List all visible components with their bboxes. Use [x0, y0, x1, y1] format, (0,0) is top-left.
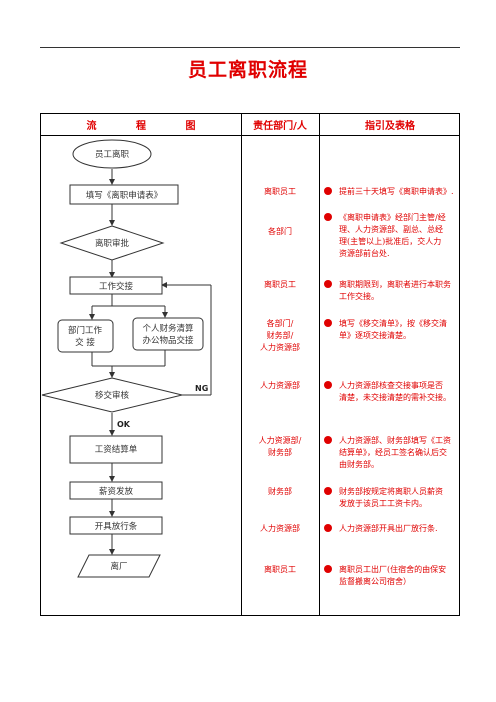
guide-text: 结算单》，经员工签名确认后交	[339, 448, 447, 457]
bullet-icon	[324, 319, 332, 327]
handover-label: 工作交接	[99, 281, 134, 292]
dept-row-9: 离职员工	[240, 564, 320, 576]
dept-text: 各部门/	[266, 319, 294, 328]
release-note-box	[69, 516, 163, 535]
pay-label: 薪资发放	[99, 486, 134, 497]
header-dept: 责任部门/人	[253, 121, 307, 132]
dept-text: 离职员工	[264, 187, 296, 196]
column-divider	[241, 114, 242, 615]
bullet-icon	[324, 280, 332, 288]
dept-text: 人力资源部	[260, 343, 300, 352]
guide-text: 发放于该员工工资卡内。	[339, 499, 427, 508]
guide-row-4: 填写《移交清单》，按《移交清 单》逐项交接清楚。	[324, 318, 459, 342]
header-divider	[41, 135, 459, 136]
header-guide: 指引及表格	[365, 121, 415, 132]
dept-row-6: 人力资源部/ 财务部	[240, 435, 320, 459]
page-title: 员工离职流程	[187, 59, 308, 81]
guide-text: 清楚，未交接清楚的需补交接。	[339, 393, 451, 402]
guide-row-7: 财务部按规定将离职人员薪资 发放于该员工工资卡内。	[324, 486, 459, 510]
guide-row-6: 人力资源部、财务部填写《工资 结算单》，经员工签名确认后交 由财务部。	[324, 435, 459, 471]
header-flow: 流 程 图	[41, 117, 241, 132]
dept-handover-label-1: 部门工作	[68, 325, 103, 336]
guide-text: 人力资源部核查交接事项是否	[339, 381, 443, 390]
guide-row-3: 离职期限到，离职者进行本职务 工作交接。	[324, 279, 459, 303]
dept-text: 人力资源部	[260, 381, 300, 390]
guide-text: 人力资源部开具出厂放行条.	[339, 524, 438, 533]
guide-text: 理(主管以上)批准后，交人力	[339, 237, 442, 246]
dept-text: 财务部/	[266, 331, 294, 340]
header-flow-1: 流	[86, 121, 97, 132]
bullet-icon	[324, 487, 332, 495]
dept-row-2: 各部门	[240, 226, 320, 238]
column-divider	[319, 114, 320, 615]
pay-box	[69, 481, 163, 500]
review-label: 移交审核	[95, 390, 130, 401]
review-diamond	[41, 377, 183, 413]
dept-text: 财务部	[268, 448, 292, 457]
guide-text: 工作交接。	[339, 292, 379, 301]
handover-box	[69, 276, 163, 295]
bullet-icon	[324, 187, 332, 195]
fill-form-label: 填写《离职申请表》	[86, 190, 163, 201]
guide-text: 人力资源部、财务部填写《工资	[339, 436, 451, 445]
start-label: 员工离职	[95, 149, 130, 160]
bullet-icon	[324, 381, 332, 389]
bullet-icon	[324, 213, 332, 221]
dept-handover-label-2: 交 接	[75, 337, 95, 348]
guide-text: 理、人力资源部、副总、总经	[339, 225, 443, 234]
dept-text: 离职员工	[264, 280, 296, 289]
bullet-icon	[324, 524, 332, 532]
header-flow-3: 图	[185, 121, 196, 132]
dept-text: 各部门	[268, 227, 292, 236]
guide-text: 《离职申请表》经部门主管/经	[339, 213, 446, 222]
ok-label: OK	[117, 420, 131, 429]
dept-text: 人力资源部/	[258, 436, 302, 445]
guide-row-8: 人力资源部开具出厂放行条.	[324, 523, 459, 535]
dept-handover-box	[57, 319, 114, 353]
bullet-icon	[324, 565, 332, 573]
guide-text: 资源部前台处.	[339, 249, 390, 258]
approve-label: 离职审批	[95, 238, 130, 249]
dept-row-3: 离职员工	[240, 279, 320, 291]
guide-text: 由财务部。	[339, 460, 379, 469]
dept-text: 财务部	[268, 487, 292, 496]
dept-row-4: 各部门/ 财务部/ 人力资源部	[240, 318, 320, 354]
bullet-icon	[324, 436, 332, 444]
release-note-label: 开具放行条	[95, 521, 138, 532]
dept-row-8: 人力资源部	[240, 523, 320, 535]
approve-diamond	[59, 225, 165, 261]
guide-row-2: 《离职申请表》经部门主管/经 理、人力资源部、副总、总经 理(主管以上)批准后，…	[324, 212, 459, 260]
finance-handover-label-2: 办公物品交接	[142, 335, 194, 346]
guide-text: 提前三十天填写《离职申请表》.	[339, 187, 454, 196]
leave-label: 离厂	[110, 561, 127, 572]
wage-sheet-box	[69, 435, 163, 464]
guide-row-5: 人力资源部核查交接事项是否 清楚，未交接清楚的需补交接。	[324, 380, 459, 404]
finance-handover-label-1: 个人财务清算	[142, 323, 194, 334]
guide-text: 填写《移交清单》，按《移交清	[339, 319, 447, 328]
guide-text: 财务部按规定将离职人员薪资	[339, 487, 443, 496]
fill-form-box	[69, 184, 179, 205]
dept-text: 人力资源部	[260, 524, 300, 533]
guide-row-9: 离职员工出厂(住宿舍的由保安 监督搬离公司宿舍）	[324, 564, 459, 588]
dept-row-5: 人力资源部	[240, 380, 320, 392]
finance-handover-box	[132, 317, 204, 351]
dept-text: 离职员工	[264, 565, 296, 574]
guide-text: 离职期限到，离职者进行本职务	[339, 280, 451, 289]
guide-text: 单》逐项交接清楚。	[339, 331, 411, 340]
guide-row-1: 提前三十天填写《离职申请表》.	[324, 186, 459, 198]
top-rule	[40, 47, 460, 48]
dept-row-7: 财务部	[240, 486, 320, 498]
flowchart: 员工离职 填写《离职申请表》 离职审批 工作交接 部门工作 交 接 个人财务清算…	[41, 139, 212, 578]
guide-text: 监督搬离公司宿舍）	[339, 577, 411, 586]
guide-text: 离职员工出厂(住宿舍的由保安	[339, 565, 447, 574]
ng-label: NG	[195, 384, 208, 393]
leave-node	[77, 554, 161, 578]
flow-table: 流 程 图 责任部门/人 指引及表格	[40, 113, 460, 616]
dept-row-1: 离职员工	[240, 186, 320, 198]
wage-sheet-label: 工资结算单	[95, 444, 138, 455]
start-node	[72, 139, 152, 169]
header-flow-2: 程	[136, 121, 146, 132]
